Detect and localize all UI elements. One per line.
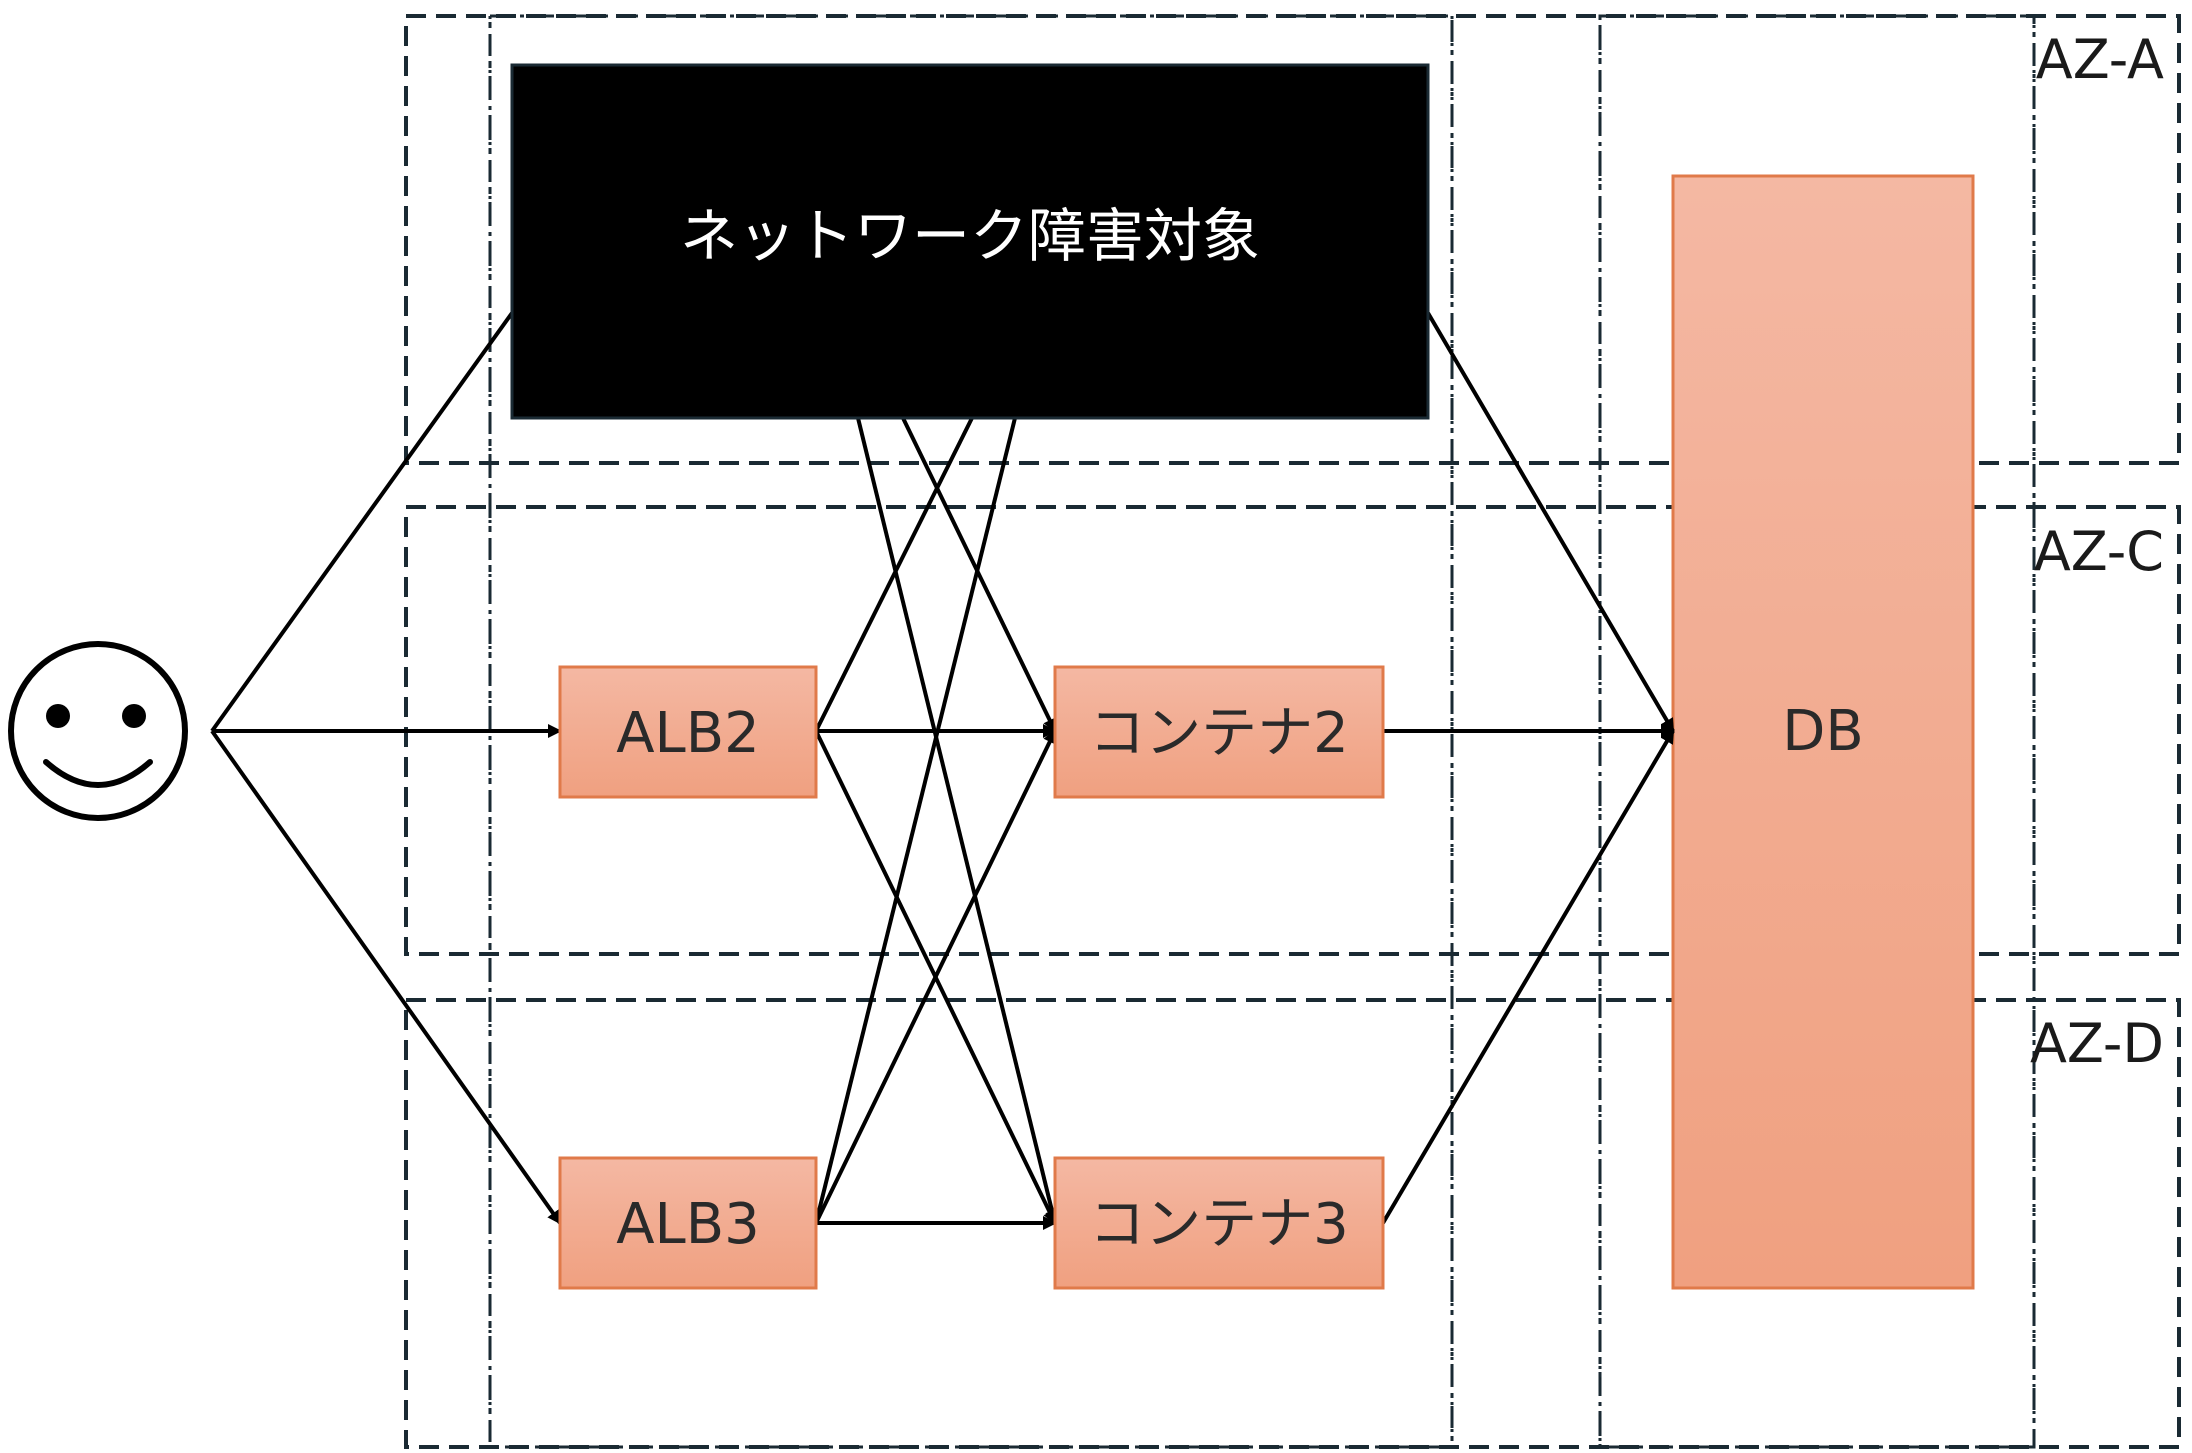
edge-user-to-alb3 — [210, 729, 562, 1225]
zone-label-az-c: AZ-C — [2034, 520, 2164, 583]
edge-user-to-failure-area — [210, 311, 514, 733]
alb2-label: ALB2 — [616, 701, 760, 766]
container2-label: コンテナ2 — [1089, 701, 1349, 766]
network-failure-target-label: ネットワーク障害対象 — [680, 202, 1260, 270]
edge-alb2-to-failure-area — [814, 417, 974, 732]
smiley-face-icon — [8, 641, 188, 821]
zone-label-az-a: AZ-A — [2036, 28, 2164, 91]
db-label: DB — [1782, 699, 1864, 764]
zone-label-az-d: AZ-D — [2030, 1012, 2164, 1075]
container3-label: コンテナ3 — [1089, 1192, 1349, 1257]
edge-failure-to-container2 — [901, 417, 1057, 733]
alb3-label: ALB3 — [616, 1192, 760, 1257]
edge-alb3-to-failure-area — [814, 417, 1017, 1224]
edge-failure-to-db — [1426, 311, 1675, 733]
connection-edges — [210, 311, 1675, 1230]
network-failure-target-box — [510, 63, 1430, 420]
edge-container3-to-db — [1381, 729, 1675, 1225]
alb3-node — [558, 1156, 818, 1290]
container2-node — [1053, 665, 1385, 799]
container3-node — [1053, 1156, 1385, 1290]
edge-alb3-to-container2 — [814, 729, 1057, 1224]
alb2-node — [558, 665, 818, 799]
db-node — [1671, 174, 1975, 1290]
subnet-group-outline — [488, 14, 1454, 1449]
edge-failure-to-container3 — [856, 417, 1059, 1225]
